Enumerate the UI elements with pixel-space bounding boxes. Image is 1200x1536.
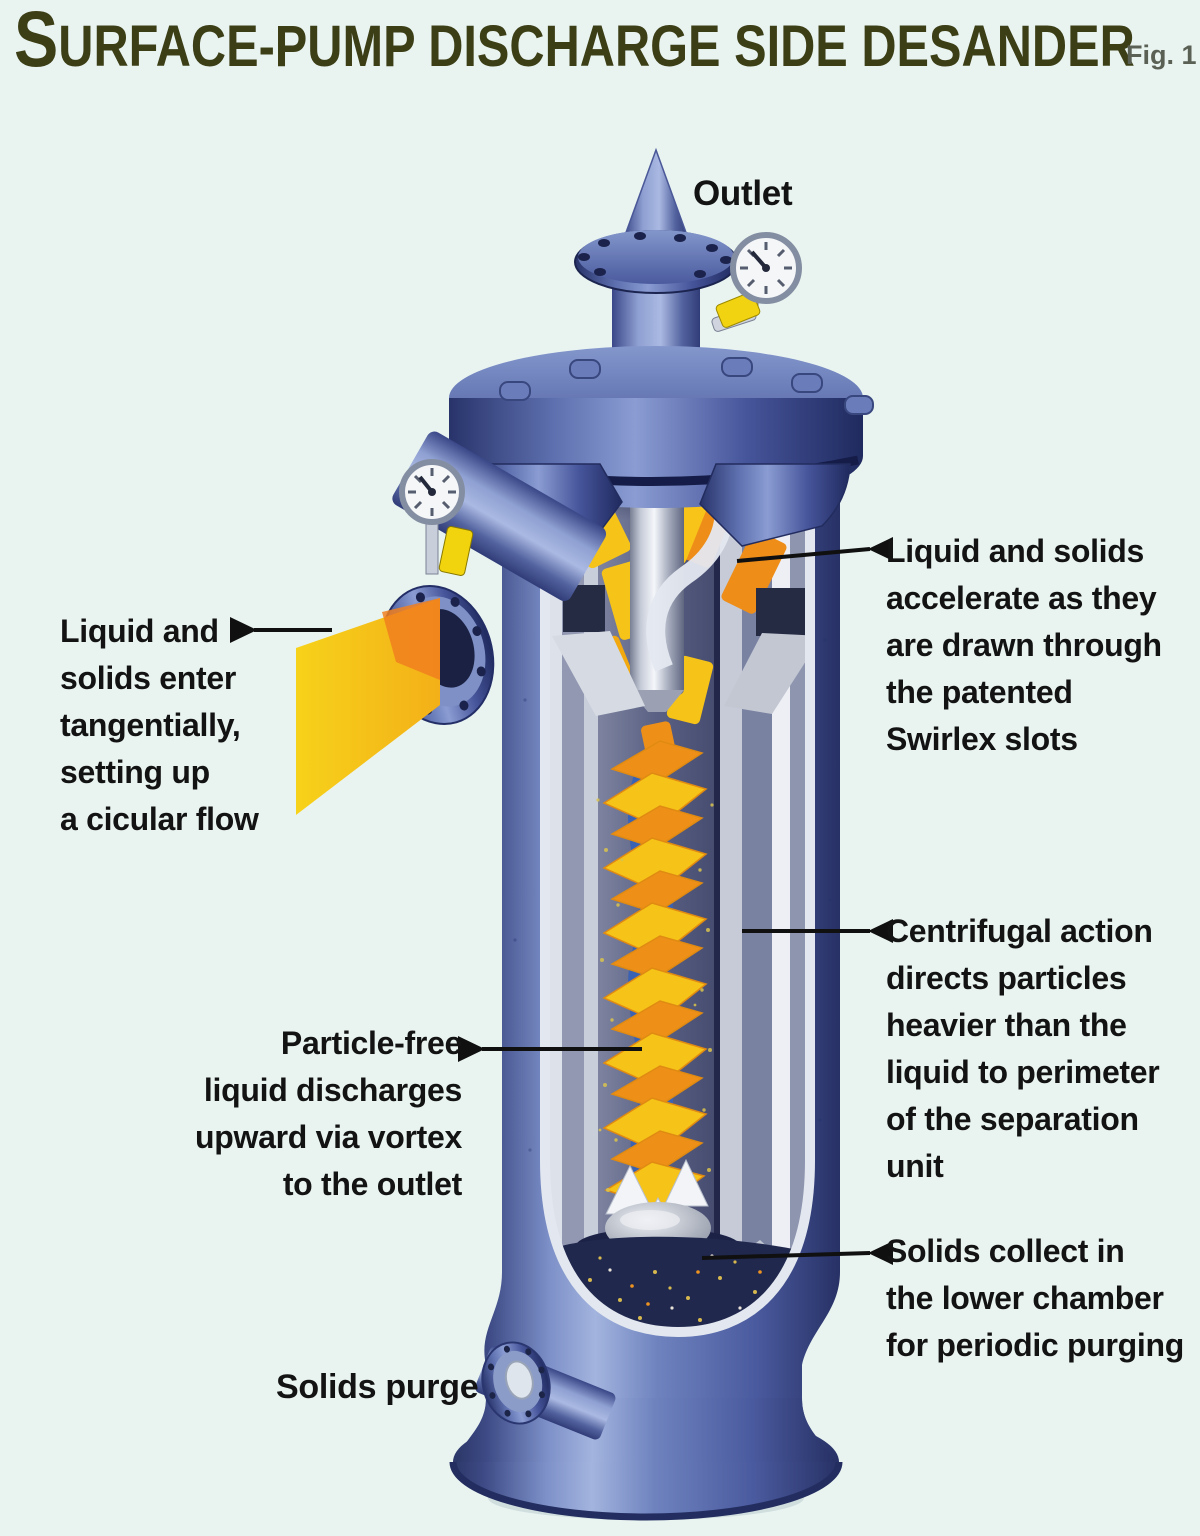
leader-solids-collect: [701, 1241, 893, 1265]
leader-swirlex: [736, 537, 893, 563]
solids-purge-flange: [481, 1341, 551, 1425]
outlet-label: Outlet: [693, 174, 793, 213]
leader-inlet: [230, 617, 332, 643]
inlet-label: Liquid and solids enter tangentially, se…: [60, 613, 259, 837]
cutaway-interior: [545, 450, 810, 1332]
leader-centrifugal: [742, 919, 893, 943]
outlet-flange: [574, 230, 738, 294]
leader-particle-free: [458, 1036, 642, 1062]
solids-purge-label: Solids purge: [276, 1368, 479, 1406]
pressure-gauge-top-icon: [711, 232, 802, 332]
page-title: SURFACE-PUMP DISCHARGE SIDE DESANDER: [14, 0, 1135, 83]
inlet-gauge-icon: [399, 459, 474, 576]
base-skirt: [449, 1398, 843, 1521]
solids-collect-label: Solids collect in the lower chamber for …: [886, 1233, 1184, 1363]
liner-edge: [540, 445, 815, 1338]
figure-number: Fig. 1: [1126, 40, 1197, 70]
centrifugal-label: Centrifugal action directs particles hea…: [886, 913, 1160, 1184]
particle-free-label: Particle-free liquid discharges upward v…: [195, 1025, 462, 1202]
swirlex-label: Liquid and solids accelerate as they are…: [886, 533, 1162, 757]
leader-lines: [230, 537, 893, 1265]
auger-helix: [602, 740, 708, 1236]
inlet-flow-arrow: [296, 598, 440, 815]
